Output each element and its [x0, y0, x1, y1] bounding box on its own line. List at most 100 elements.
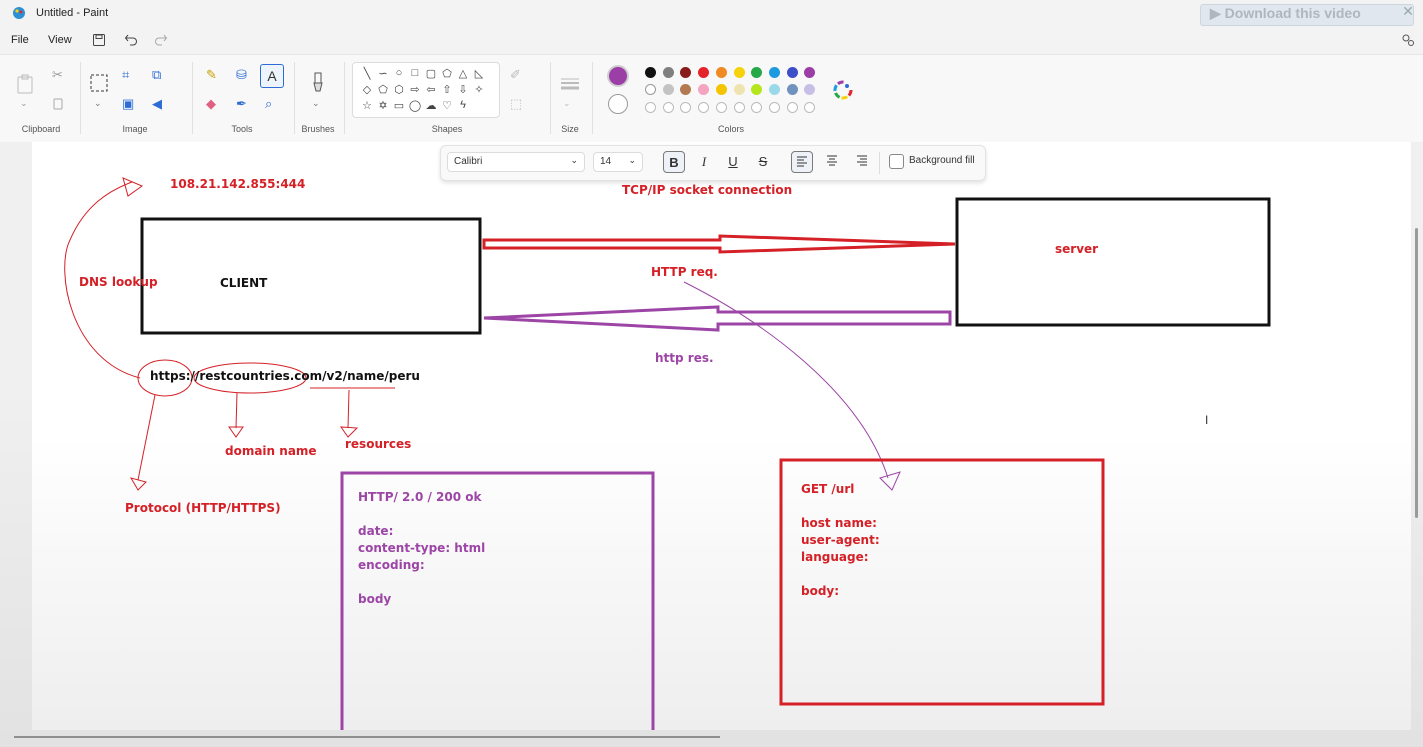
shape-fill-icon[interactable]: ⬚ [510, 96, 523, 111]
callout-rect-shape-icon[interactable]: ▭ [393, 100, 405, 112]
empty-color-slot[interactable] [715, 102, 727, 113]
menu-file[interactable]: File [11, 34, 29, 46]
download-video-text[interactable]: ▶ Download this video [1210, 5, 1361, 21]
color-swatch[interactable] [804, 84, 816, 95]
font-family-select[interactable]: Calibri ⌄ [447, 152, 585, 172]
align-center-button[interactable] [821, 151, 843, 173]
color-swatch[interactable] [751, 67, 763, 78]
color-picker-icon[interactable]: ✒ [236, 96, 247, 111]
hexagon-shape-icon[interactable]: ⬡ [394, 84, 404, 96]
size-icon[interactable] [560, 76, 580, 90]
right-arrow-shape-icon[interactable]: ⇨ [410, 84, 420, 96]
chevron-down-icon[interactable]: ⌄ [94, 98, 102, 108]
text-tool-icon[interactable]: A [260, 64, 284, 88]
color-swatch[interactable] [768, 84, 780, 95]
color-swatch[interactable] [662, 84, 674, 95]
save-icon[interactable] [92, 33, 106, 47]
font-size-select[interactable]: 14 ⌄ [593, 152, 643, 172]
italic-button[interactable]: I [701, 154, 707, 169]
rectangle-shape-icon[interactable]: □ [411, 67, 419, 79]
callout-cloud-shape-icon[interactable]: ☁ [425, 100, 437, 112]
left-arrow-shape-icon[interactable]: ⇦ [426, 84, 436, 96]
color-swatch[interactable] [751, 84, 763, 95]
lightning-shape-icon[interactable]: ϟ [460, 99, 466, 111]
color-swatch[interactable] [645, 67, 656, 78]
color-swatch[interactable] [698, 67, 710, 78]
align-right-button[interactable] [851, 151, 873, 173]
image-select-icon[interactable]: ▣ [122, 96, 135, 111]
resize-icon[interactable]: ⧉ [152, 67, 162, 82]
curve-shape-icon[interactable]: ∽ [378, 68, 388, 80]
five-point-star-shape-icon[interactable]: ☆ [362, 100, 372, 112]
bold-button[interactable]: B [663, 151, 685, 173]
strikethrough-button[interactable]: S [758, 154, 768, 169]
empty-color-slot[interactable] [786, 102, 798, 113]
empty-color-slot[interactable] [768, 102, 780, 113]
empty-color-slot[interactable] [751, 102, 763, 113]
undo-icon[interactable] [124, 32, 138, 46]
underline-button[interactable]: U [728, 154, 738, 169]
eraser-icon[interactable]: ◆ [206, 96, 216, 111]
background-fill-checkbox[interactable] [889, 154, 904, 169]
diamond-shape-icon[interactable]: ◇ [362, 84, 372, 96]
color-swatch[interactable] [645, 84, 656, 95]
select-icon[interactable] [90, 74, 108, 92]
color-swatch[interactable] [733, 67, 745, 78]
callout-oval-shape-icon[interactable]: ◯ [408, 100, 422, 112]
color-swatch[interactable] [680, 84, 692, 95]
paste-icon[interactable] [16, 74, 34, 94]
oval-shape-icon[interactable]: ○ [395, 67, 403, 79]
color-swatch[interactable] [680, 67, 692, 78]
color-swatch[interactable] [786, 67, 798, 78]
color-swatch[interactable] [715, 67, 727, 78]
rounded-rect-shape-icon[interactable]: ▢ [425, 68, 437, 80]
crop-icon[interactable]: ⌗ [122, 67, 130, 82]
pencil-icon[interactable]: ✎ [206, 67, 217, 82]
color-swatch[interactable] [715, 84, 727, 95]
empty-color-slot[interactable] [645, 102, 656, 113]
color-swatch[interactable] [768, 67, 780, 78]
chevron-down-icon[interactable]: ⌄ [563, 98, 571, 108]
outline-icon[interactable]: ✐ [510, 67, 521, 82]
heart-shape-icon[interactable]: ♡ [442, 100, 452, 112]
magnifier-icon[interactable]: ⌕ [265, 96, 273, 111]
color-swatch[interactable] [733, 84, 745, 95]
copy-icon[interactable] [53, 98, 63, 110]
redo-icon[interactable] [154, 32, 168, 46]
rotate-icon[interactable]: ◀ [152, 96, 162, 111]
close-icon[interactable]: ✕ [1402, 3, 1414, 19]
color-swatch[interactable] [698, 84, 710, 95]
settings-icon[interactable] [1401, 33, 1415, 47]
edit-colors-icon[interactable] [833, 80, 853, 100]
triangle-shape-icon[interactable]: △ [458, 68, 468, 80]
vertical-scrollbar[interactable] [1415, 228, 1418, 518]
cut-icon[interactable]: ✂ [52, 67, 63, 82]
line-shape-icon[interactable]: ╲ [363, 68, 371, 80]
polygon-shape-icon[interactable]: ⬠ [442, 68, 452, 80]
color-swatch[interactable] [786, 84, 798, 95]
right-triangle-shape-icon[interactable]: ◺ [474, 68, 484, 80]
pentagon-shape-icon[interactable]: ⬠ [378, 84, 388, 96]
empty-color-slot[interactable] [733, 102, 745, 113]
empty-color-slot[interactable] [680, 102, 692, 113]
up-arrow-shape-icon[interactable]: ⇧ [442, 84, 452, 96]
menu-view[interactable]: View [48, 34, 72, 46]
shapes-gallery[interactable] [352, 62, 500, 118]
empty-color-slot[interactable] [698, 102, 710, 113]
download-video-overlay[interactable] [1200, 4, 1414, 26]
color-swatch[interactable] [662, 67, 674, 78]
empty-color-slot[interactable] [662, 102, 674, 113]
align-left-button[interactable] [791, 151, 813, 173]
fill-icon[interactable]: ⛁ [236, 67, 247, 82]
chevron-down-icon[interactable]: ⌄ [312, 98, 320, 108]
empty-color-slot[interactable] [804, 102, 816, 113]
six-point-star-shape-icon[interactable]: ✡ [378, 100, 388, 112]
brush-icon[interactable] [311, 72, 325, 92]
primary-color-swatch[interactable] [607, 65, 629, 87]
four-point-star-shape-icon[interactable]: ✧ [474, 84, 484, 96]
chevron-down-icon[interactable]: ⌄ [20, 98, 28, 108]
horizontal-scrollbar[interactable] [14, 736, 720, 738]
down-arrow-shape-icon[interactable]: ⇩ [458, 84, 468, 96]
secondary-color-swatch[interactable] [608, 94, 628, 114]
color-swatch[interactable] [804, 67, 816, 78]
